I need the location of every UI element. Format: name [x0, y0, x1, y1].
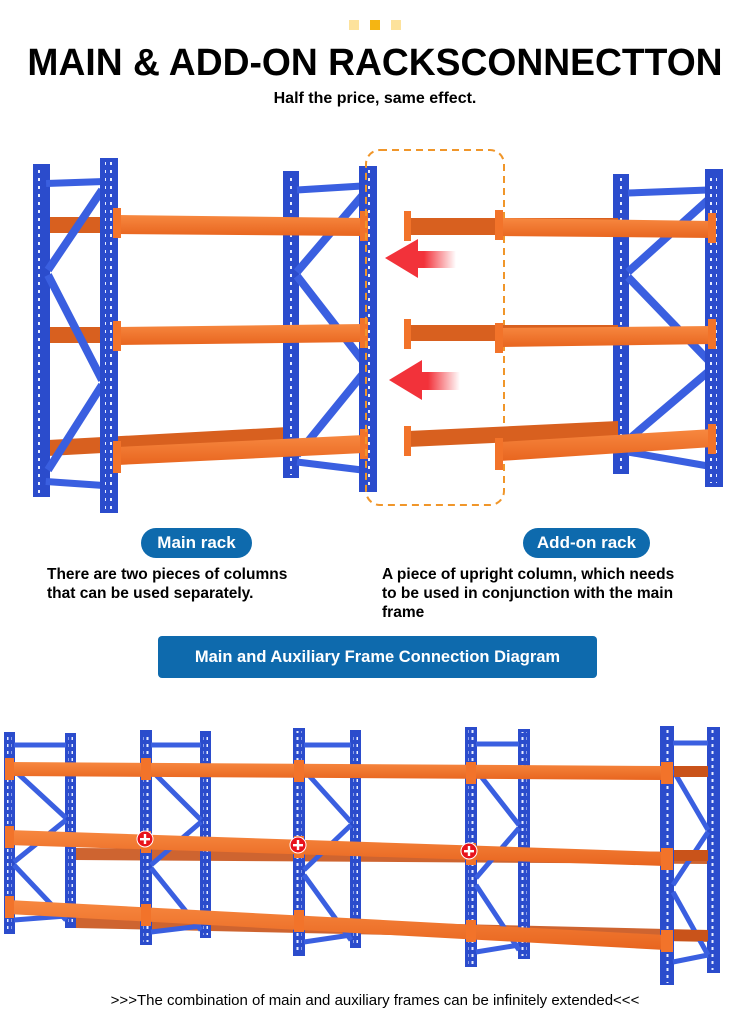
rack-comparison-illustration [33, 149, 723, 513]
connection-highlight-outline [365, 149, 505, 506]
arrow-left-icon [389, 360, 460, 400]
description-line: to be used in conjunction with the main [382, 585, 674, 602]
page-subtitle: Half the price, same effect. [273, 90, 477, 107]
plus-icon [136, 830, 154, 848]
page-title: MAIN & ADD-ON RACKSCONNECTTON [27, 42, 723, 84]
addon-rack-badge: Add-on rack [523, 528, 650, 558]
addon-rack-drawing [404, 169, 723, 487]
decor-dot [349, 20, 359, 30]
description-line: frame [382, 604, 425, 621]
plus-icon [289, 836, 307, 854]
main-rack-description: There are two pieces of columns that can… [47, 565, 287, 603]
description-line: A piece of upright column, which needs [382, 566, 675, 583]
description-line: There are two pieces of columns [47, 566, 288, 583]
connection-diagram-illustration [4, 726, 720, 985]
connection-diagram-banner: Main and Auxiliary Frame Connection Diag… [158, 636, 597, 678]
arrow-left-icon [385, 239, 456, 278]
description-line: that can be used separately. [47, 585, 254, 602]
plus-icon [460, 842, 478, 860]
main-rack-badge: Main rack [141, 528, 252, 558]
main-rack-drawing [33, 158, 377, 513]
decor-dots [0, 20, 750, 30]
decor-dot [370, 20, 380, 30]
addon-rack-description: A piece of upright column, which needs t… [382, 565, 674, 622]
decor-dot [391, 20, 401, 30]
footer-caption: >>>The combination of main and auxiliary… [110, 992, 640, 1009]
